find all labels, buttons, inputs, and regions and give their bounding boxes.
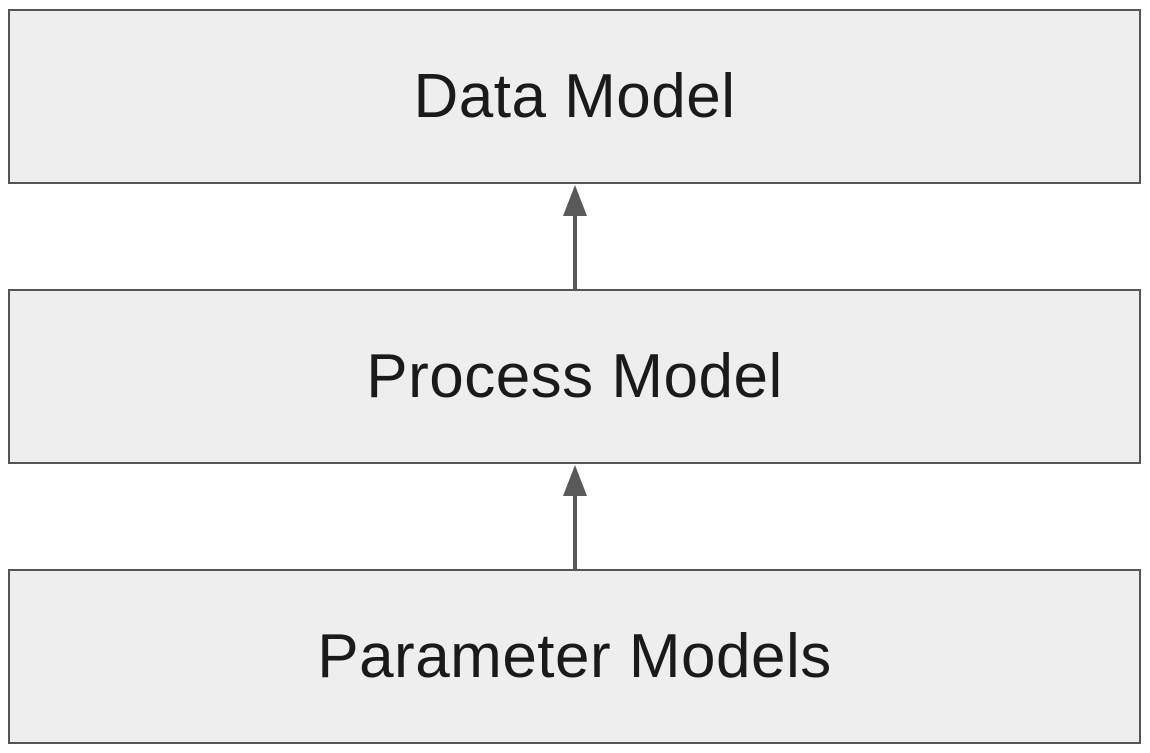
arrow-up-icon (563, 465, 587, 570)
data-model-box: Data Model (8, 9, 1141, 184)
process-model-box: Process Model (8, 289, 1141, 464)
parameter-models-box: Parameter Models (8, 569, 1141, 744)
parameter-models-label: Parameter Models (317, 622, 832, 691)
data-model-label: Data Model (413, 62, 736, 131)
process-model-label: Process Model (366, 342, 783, 411)
arrow-up-icon (563, 185, 587, 290)
